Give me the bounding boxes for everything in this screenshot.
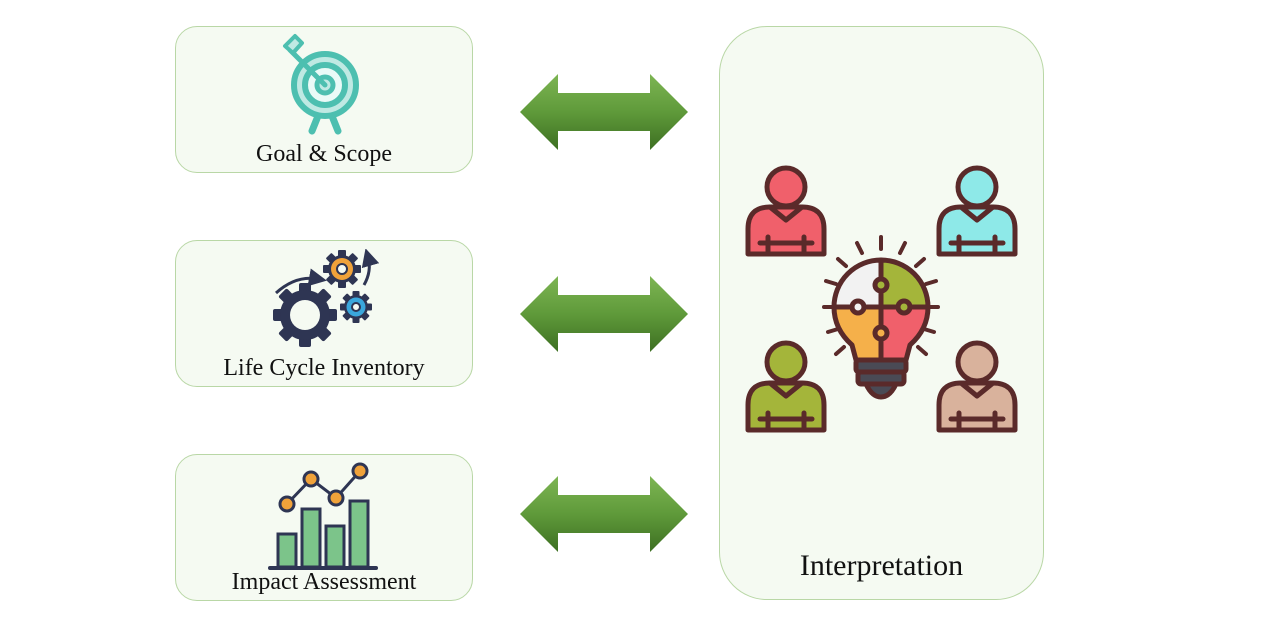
goal-scope-label: Goal & Scope <box>256 141 392 167</box>
impact-assessment-label: Impact Assessment <box>231 569 417 595</box>
double-arrow-goal-interpretation <box>520 74 688 150</box>
person-cyan-icon <box>936 165 1018 257</box>
bar-line-chart-icon <box>268 462 378 570</box>
gears-icon <box>273 249 380 347</box>
goal-scope-box: Goal & Scope <box>175 26 473 173</box>
person-red-icon <box>745 165 827 257</box>
double-arrow-lci-interpretation <box>520 276 688 352</box>
team-lightbulb-puzzle-icon <box>745 165 1018 433</box>
life-cycle-inventory-box: Life Cycle Inventory <box>175 240 473 387</box>
interpretation-box: Interpretation <box>719 26 1044 600</box>
person-olive-icon <box>745 340 827 433</box>
target-arrow-icon <box>283 34 359 135</box>
impact-assessment-box: Impact Assessment <box>175 454 473 601</box>
interpretation-label: Interpretation <box>799 549 964 582</box>
person-tan-icon <box>936 340 1018 433</box>
life-cycle-inventory-label: Life Cycle Inventory <box>223 355 425 381</box>
double-arrow-impact-interpretation <box>520 476 688 552</box>
